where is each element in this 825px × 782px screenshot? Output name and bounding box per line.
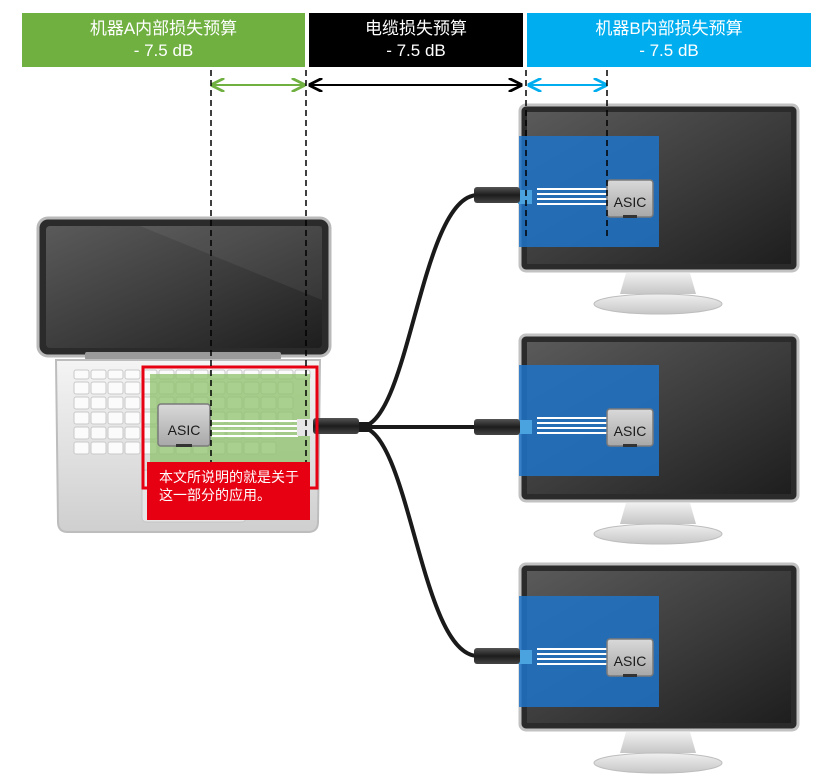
monitor-3-port — [518, 650, 532, 664]
laptop-asic-label: ASIC — [168, 422, 201, 438]
monitor-1-asic-label: ASIC — [614, 194, 647, 210]
monitor-3-trace — [537, 648, 608, 665]
keyboard-key — [73, 411, 90, 425]
laptop-trace — [212, 420, 298, 437]
monitor-2-asic-pin — [623, 444, 637, 447]
header-box-machine-b — [527, 13, 811, 67]
cable-bundle — [359, 193, 479, 658]
keyboard-key — [90, 369, 107, 380]
monitor-2-trace — [537, 417, 608, 434]
header-box-machine-a — [22, 13, 305, 67]
monitor-neck — [620, 273, 696, 294]
keyboard-key — [124, 441, 141, 455]
keyboard-key — [107, 381, 124, 395]
boundary-dashed-lines — [210, 70, 608, 462]
monitor-stand-base — [593, 293, 723, 315]
header-machine-b-value: - 7.5 dB — [639, 41, 699, 60]
keyboard-key — [90, 396, 107, 410]
keyboard-key — [73, 381, 90, 395]
monitor-1-port — [518, 190, 532, 204]
header-cable-title: 电缆损失预算 — [365, 19, 467, 38]
laptop-screen-glare — [140, 226, 322, 300]
header-machine-a-value: - 7.5 dB — [133, 41, 194, 60]
header-cable-value: - 7.5 dB — [386, 41, 446, 60]
keyboard-key — [90, 441, 107, 455]
keyboard-key — [124, 426, 141, 440]
laptop-port — [297, 419, 313, 436]
keyboard-key — [107, 396, 124, 410]
keyboard-key — [73, 369, 90, 380]
header-cable: 电缆损失预算 - 7.5 dB — [309, 13, 523, 67]
monitor-stand-base — [593, 752, 723, 774]
monitor-stand-base — [593, 523, 723, 545]
header-machine-b-title: 机器B内部损失预算 — [595, 19, 743, 38]
monitor-neck — [620, 503, 696, 524]
laptop-screen — [46, 226, 322, 348]
keyboard-key — [124, 396, 141, 410]
keyboard-key — [107, 426, 124, 440]
monitor-3-cable-plug — [474, 648, 520, 664]
keyboard-key — [90, 411, 107, 425]
monitor-1-trace — [537, 188, 608, 205]
header-machine-a: 机器A内部损失预算 - 7.5 dB — [22, 13, 305, 67]
cable-junction — [350, 422, 372, 432]
header-box-cable — [309, 13, 523, 67]
laptop-cable-plug — [313, 418, 359, 434]
keyboard-key — [90, 426, 107, 440]
monitor-3-asic-pin — [623, 674, 637, 677]
laptop-hinge — [85, 352, 281, 360]
keyboard-key — [124, 369, 141, 380]
keyboard-key — [73, 426, 90, 440]
monitor-2-cable-plug — [474, 419, 520, 435]
monitor-1-asic-pin — [623, 215, 637, 218]
keyboard-key — [73, 396, 90, 410]
header-machine-b: 机器B内部损失预算 - 7.5 dB — [527, 13, 811, 67]
monitor-2-port — [518, 420, 532, 434]
keyboard-key — [107, 441, 124, 455]
keyboard-key — [107, 369, 124, 380]
keyboard-key — [90, 381, 107, 395]
cable-to-monitor-3 — [359, 425, 479, 658]
laptop-asic-pin — [176, 444, 192, 447]
keyboard-key — [73, 441, 90, 455]
monitor-neck — [620, 732, 696, 753]
monitor-1-cable-plug — [474, 187, 520, 203]
keyboard-key — [124, 411, 141, 425]
header-machine-a-title: 机器A内部损失预算 — [89, 19, 238, 38]
application-note: 本文所说明的就是关于这一部分的应用。 — [147, 462, 310, 520]
monitor-3-asic-label: ASIC — [614, 653, 647, 669]
keyboard-key — [107, 411, 124, 425]
keyboard-key — [124, 381, 141, 395]
monitor-2-asic-label: ASIC — [614, 423, 647, 439]
cable-to-monitor-1 — [359, 193, 479, 429]
